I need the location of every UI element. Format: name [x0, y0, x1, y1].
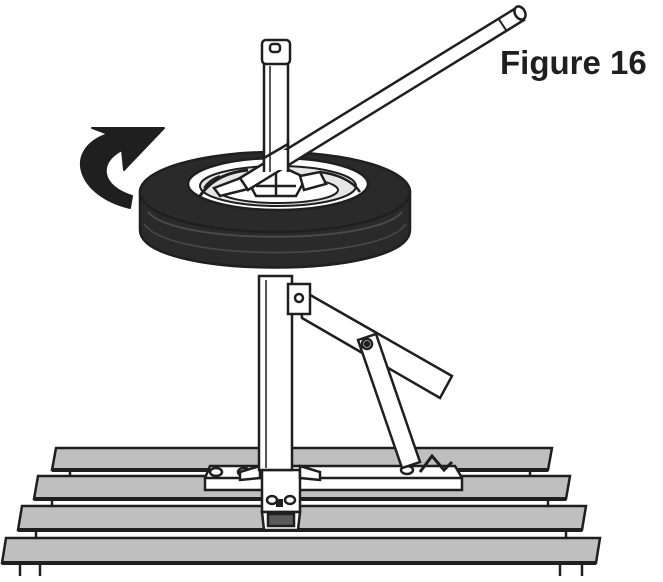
curved-arrow-icon [79, 127, 165, 209]
tire-iron-bar [238, 5, 527, 192]
bead-breaker-arm [286, 282, 454, 470]
center-post-lower [257, 274, 294, 472]
base-plate [203, 453, 464, 532]
plank-4 [0, 536, 602, 576]
plank-3 [16, 504, 588, 538]
figure-label: Figure 16 [500, 44, 647, 81]
wooden-planks [0, 446, 602, 576]
